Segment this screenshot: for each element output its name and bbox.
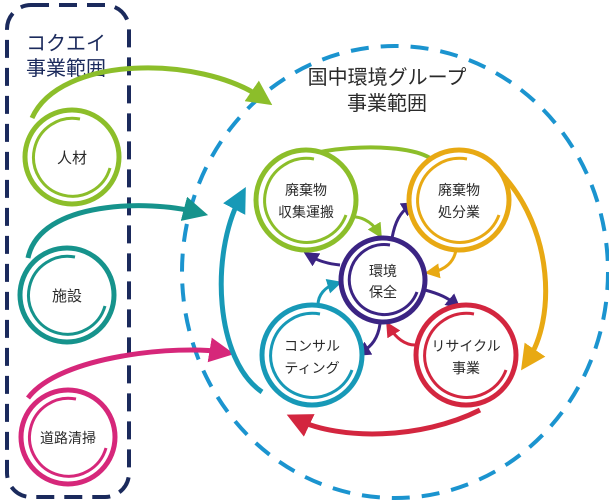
left-item-jinzai: 人材	[22, 107, 122, 207]
node-label-line1: 廃棄物	[285, 182, 327, 199]
inner-arrow-red	[386, 321, 416, 347]
right-title-line2: 事業範囲	[347, 91, 427, 115]
node-center-environment: 環境 保全	[338, 235, 428, 325]
left-item-doro-seiso: 道路清掃	[18, 387, 118, 487]
node-label-line1: 廃棄物	[438, 182, 480, 199]
node-label-line1: リサイクル	[431, 339, 500, 355]
center-label-line1: 環境	[369, 264, 397, 280]
left-title-line1: コクエイ	[26, 31, 106, 55]
arrow-shisetsu	[25, 196, 209, 259]
arrow-doro-seiso	[25, 337, 235, 400]
center-arrow-up-left	[303, 252, 341, 267]
cycle-arrow-orange	[498, 170, 549, 371]
cycle-arrow-blue	[218, 186, 264, 395]
node-collection-transport: 廃棄物 収集運搬	[253, 147, 359, 253]
cycle-arrow-red	[286, 407, 482, 437]
center-label-line2: 保全	[369, 284, 397, 301]
arrow-jinzai	[29, 65, 273, 120]
left-item-label: 施設	[52, 287, 82, 305]
node-label-line2: 収集運搬	[278, 204, 334, 221]
node-label-line2: ティング	[284, 361, 339, 377]
left-item-shisetsu: 施設	[17, 245, 117, 345]
inner-arrow-orange	[424, 249, 458, 279]
left-frame	[5, 3, 131, 499]
right-frame	[180, 44, 609, 500]
node-recycling: リサイクル 事業	[413, 302, 519, 408]
node-consulting: コンサル ティング	[259, 302, 365, 408]
center-arrow-down-right	[424, 288, 461, 309]
left-item-label: 道路清掃	[40, 430, 96, 447]
node-label-line1: コンサル	[284, 339, 340, 355]
inner-arrow-blue	[316, 278, 343, 306]
center-arrow-up-right	[390, 202, 417, 239]
left-item-label: 人材	[57, 149, 87, 167]
node-disposal: 廃棄物 処分業	[406, 147, 512, 253]
right-title-line1: 国中環境グループ	[308, 65, 467, 89]
node-label-line2: 処分業	[438, 205, 480, 221]
node-label-line2: 事業	[452, 361, 480, 377]
center-arrow-down-left	[355, 323, 382, 356]
